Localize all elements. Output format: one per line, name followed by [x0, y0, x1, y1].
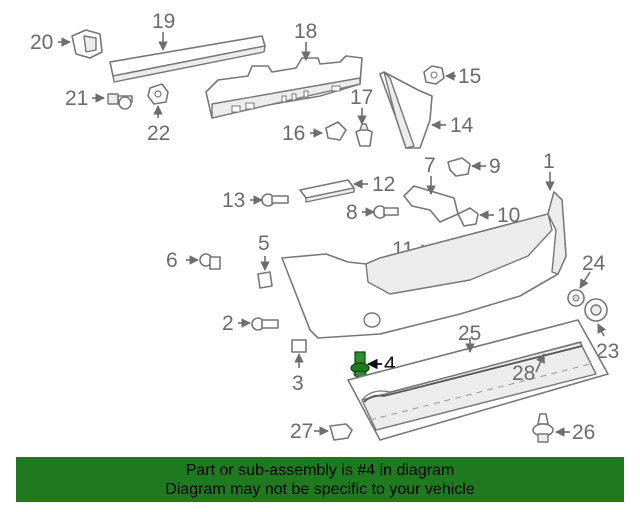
part-25-lower-valance[interactable] [347, 319, 609, 441]
callout-26: 26 [572, 421, 595, 444]
part-13-bolt[interactable] [261, 193, 289, 207]
part-14-side-bracket[interactable] [379, 71, 433, 149]
part-17-retainer[interactable] [355, 123, 373, 147]
part-24-grommet[interactable] [567, 289, 585, 307]
part-19-reinforcement-bar[interactable] [109, 35, 266, 83]
callout-6: 6 [166, 249, 178, 272]
callout-8: 8 [346, 201, 358, 224]
info-banner: Part or sub-assembly is #4 in diagram Di… [16, 457, 624, 502]
callout-19: 19 [152, 10, 175, 33]
part-9-clip[interactable] [447, 157, 471, 177]
banner-line-1: Part or sub-assembly is #4 in diagram [185, 462, 455, 479]
callout-12: 12 [372, 173, 395, 196]
callout-20: 20 [30, 31, 53, 54]
callout-24: 24 [582, 252, 606, 275]
callout-5: 5 [258, 232, 270, 255]
callout-9: 9 [489, 155, 501, 178]
callout-10: 10 [497, 204, 520, 227]
part-1-bumper-cover[interactable] [281, 191, 567, 339]
part-8-bolt[interactable] [373, 205, 399, 219]
callout-27: 27 [290, 420, 313, 443]
part-23-cap[interactable] [584, 298, 608, 322]
part-2-bolt[interactable] [251, 317, 279, 331]
callout-7: 7 [424, 154, 436, 177]
callout-2: 2 [222, 312, 234, 335]
callout-14: 14 [450, 114, 474, 137]
part-15-nut[interactable] [423, 65, 445, 85]
part-18-energy-absorber[interactable] [205, 55, 363, 119]
callout-28: 28 [512, 362, 535, 385]
part-5-clip[interactable] [257, 271, 273, 289]
part-16-clip[interactable] [325, 121, 347, 141]
parts-diagram: 20 19 18 21 22 16 17 [30, 10, 619, 444]
part-28-trim-strip[interactable] [363, 345, 583, 403]
callout-1: 1 [543, 150, 555, 173]
callout-21: 21 [65, 87, 88, 110]
banner-line-2: Diagram may not be specific to your vehi… [165, 481, 475, 498]
callout-23: 23 [596, 340, 619, 363]
callout-25: 25 [458, 322, 481, 345]
callout-15: 15 [458, 65, 481, 88]
part-21-bolt[interactable] [107, 93, 133, 110]
callout-17: 17 [350, 86, 373, 109]
part-6-bolt[interactable] [199, 253, 221, 270]
callout-22: 22 [147, 122, 170, 145]
part-3-pad[interactable] [291, 339, 307, 353]
part-22-nut[interactable] [147, 83, 169, 105]
part-7-bracket[interactable] [403, 185, 459, 223]
callout-18: 18 [294, 20, 317, 43]
part-27-clip[interactable] [329, 423, 353, 441]
callout-3: 3 [292, 372, 304, 395]
part-20-clip[interactable] [71, 29, 103, 59]
part-12-bracket[interactable] [299, 179, 355, 203]
callout-16: 16 [282, 122, 305, 145]
callout-13: 13 [222, 189, 245, 212]
part-10-nut[interactable] [457, 207, 479, 227]
part-26-push-clip[interactable] [532, 413, 554, 443]
part-4-fastener[interactable] [350, 351, 370, 378]
